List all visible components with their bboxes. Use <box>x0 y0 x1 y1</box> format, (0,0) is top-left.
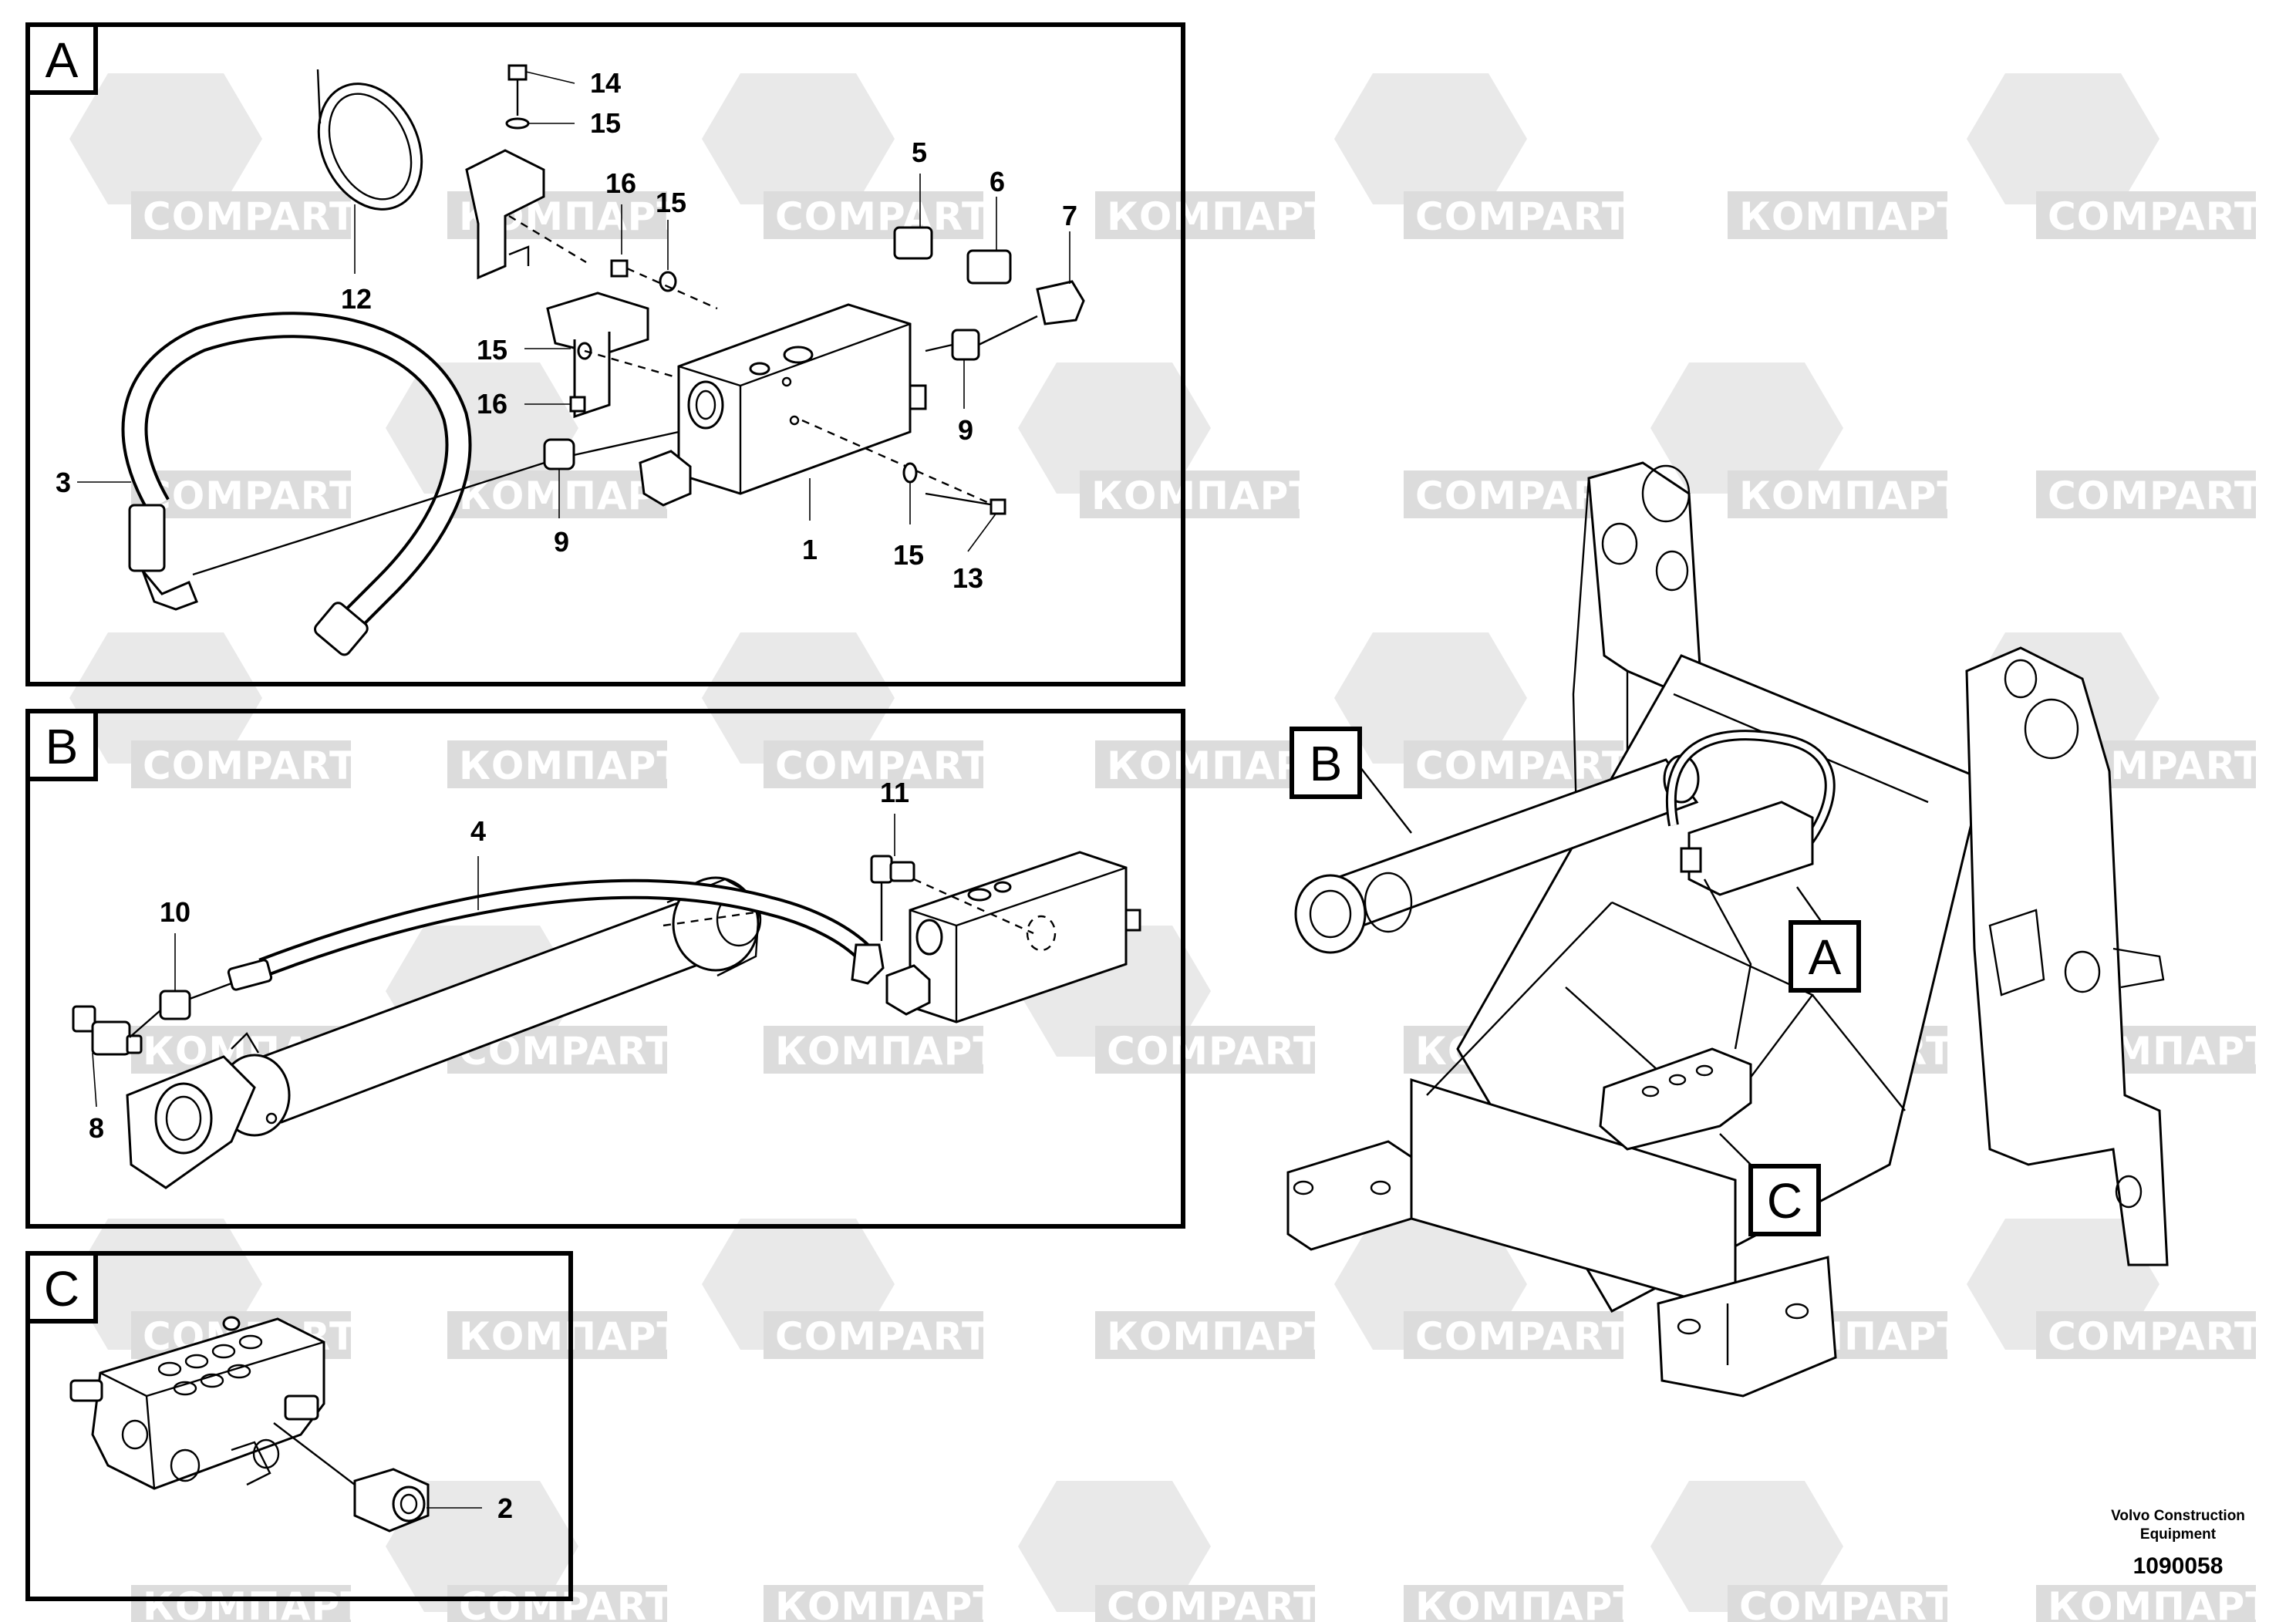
fitting <box>159 990 191 1020</box>
overview-label-b: B <box>1310 736 1343 791</box>
svg-text:КОМПАРТ: КОМПАРТ <box>775 1584 1000 1622</box>
svg-text:COMPART: COMPART <box>775 194 989 239</box>
callouts-panel-b: 11 4 10 8 <box>89 777 909 1144</box>
callout-10: 10 <box>160 896 190 928</box>
svg-text:COMPART: COMPART <box>775 744 989 788</box>
svg-text:КОМПАРТ: КОМПАРТ <box>1091 474 1316 518</box>
svg-text:COMPART: COMPART <box>1415 1314 1629 1359</box>
valve-block-b <box>885 851 1141 1023</box>
overview-label-c: C <box>1767 1173 1802 1229</box>
mounting-bracket <box>465 149 545 280</box>
svg-text:COMPART: COMPART <box>1107 1029 1320 1074</box>
callout-9: 9 <box>554 526 569 558</box>
valve-block <box>639 303 927 507</box>
caption-line-1: Volvo Construction <box>2111 1508 2245 1524</box>
callout-8: 8 <box>89 1112 104 1144</box>
panel-letter-c: C <box>44 1261 79 1317</box>
callout-15: 15 <box>477 334 507 366</box>
overview-frame-drawing: B A C <box>1286 461 2169 1398</box>
bolt <box>505 64 530 130</box>
washer <box>659 271 677 292</box>
callout-15: 15 <box>893 539 924 571</box>
callouts-panel-a: 14 15 16 15 5 6 7 12 15 16 9 3 9 <box>56 67 1077 594</box>
callout-15: 15 <box>590 107 621 139</box>
svg-text:КОМПАРТ: КОМПАРТ <box>2048 1584 2272 1622</box>
svg-text:COMPART: COMPART <box>1107 1584 1320 1622</box>
callout-16: 16 <box>477 388 507 420</box>
callout-4: 4 <box>470 815 486 847</box>
callout-11: 11 <box>880 777 909 808</box>
callout-7: 7 <box>1062 200 1077 231</box>
svg-text:COMPART: COMPART <box>1415 194 1629 239</box>
callout-14: 14 <box>590 67 621 99</box>
panel-letter-b: B <box>46 719 79 774</box>
callout-16: 16 <box>605 167 636 199</box>
panel-b: B <box>25 709 1185 1229</box>
fitting <box>543 438 575 470</box>
svg-text:КОМПАРТ: КОМПАРТ <box>775 1029 1000 1074</box>
tee-fitting <box>870 855 915 941</box>
svg-text:COMPART: COMPART <box>143 194 356 239</box>
panel-c: C 2 <box>25 1251 573 1601</box>
overview-labels: B A C <box>1290 727 1861 1236</box>
screw <box>801 419 1006 515</box>
svg-text:КОМПАРТ: КОМПАРТ <box>1739 474 1964 518</box>
svg-text:COMPART: COMPART <box>2048 474 2261 518</box>
overview-label-a: A <box>1809 929 1842 985</box>
svg-text:КОМПАРТ: КОМПАРТ <box>1107 194 1331 239</box>
svg-text:COMPART: COMPART <box>459 1584 673 1622</box>
svg-text:COMPART: COMPART <box>1739 1584 1953 1622</box>
callout-2: 2 <box>497 1492 513 1524</box>
callout-15: 15 <box>656 187 686 218</box>
svg-text:COMPART: COMPART <box>143 474 356 518</box>
hydraulic-hose-b <box>227 878 885 991</box>
publisher-caption: Volvo Construction Equipment 1090058 <box>2111 1508 2245 1579</box>
callout-5: 5 <box>912 137 927 168</box>
fitting-group <box>893 226 1085 361</box>
elbow-fitting <box>72 1005 161 1056</box>
svg-text:КОМПАРТ: КОМПАРТ <box>1739 194 1964 239</box>
sensor-fitting <box>273 1422 430 1533</box>
callout-6: 6 <box>990 166 1005 197</box>
svg-text:КОМПАРТ: КОМПАРТ <box>143 1584 367 1622</box>
document-number: 1090058 <box>2133 1553 2224 1579</box>
svg-text:КОМПАРТ: КОМПАРТ <box>1415 1584 1640 1622</box>
callout-9: 9 <box>958 414 973 446</box>
callout-3: 3 <box>56 467 71 498</box>
svg-text:КОМПАРТ: КОМПАРТ <box>1107 1314 1331 1359</box>
hydraulic-cylinder <box>126 876 772 1189</box>
nut <box>569 396 586 413</box>
nut <box>610 259 629 278</box>
panel-letter-a: A <box>46 32 79 88</box>
svg-text:COMPART: COMPART <box>143 744 356 788</box>
callout-1: 1 <box>802 534 818 565</box>
svg-text:COMPART: COMPART <box>1415 744 1629 788</box>
svg-text:COMPART: COMPART <box>2048 1314 2261 1359</box>
panel-a: A <box>25 22 1185 686</box>
plate-bracket <box>546 292 649 356</box>
svg-text:COMPART: COMPART <box>2048 194 2261 239</box>
callout-13: 13 <box>952 562 983 594</box>
svg-text:КОМПАРТ: КОМПАРТ <box>459 744 683 788</box>
caption-line-2: Equipment <box>2140 1526 2217 1543</box>
svg-text:COMPART: COMPART <box>775 1314 989 1359</box>
callout-12: 12 <box>341 283 372 315</box>
control-valve-bank <box>69 1316 325 1490</box>
hose-clamp <box>316 69 423 211</box>
hydraulic-hose <box>121 312 545 656</box>
